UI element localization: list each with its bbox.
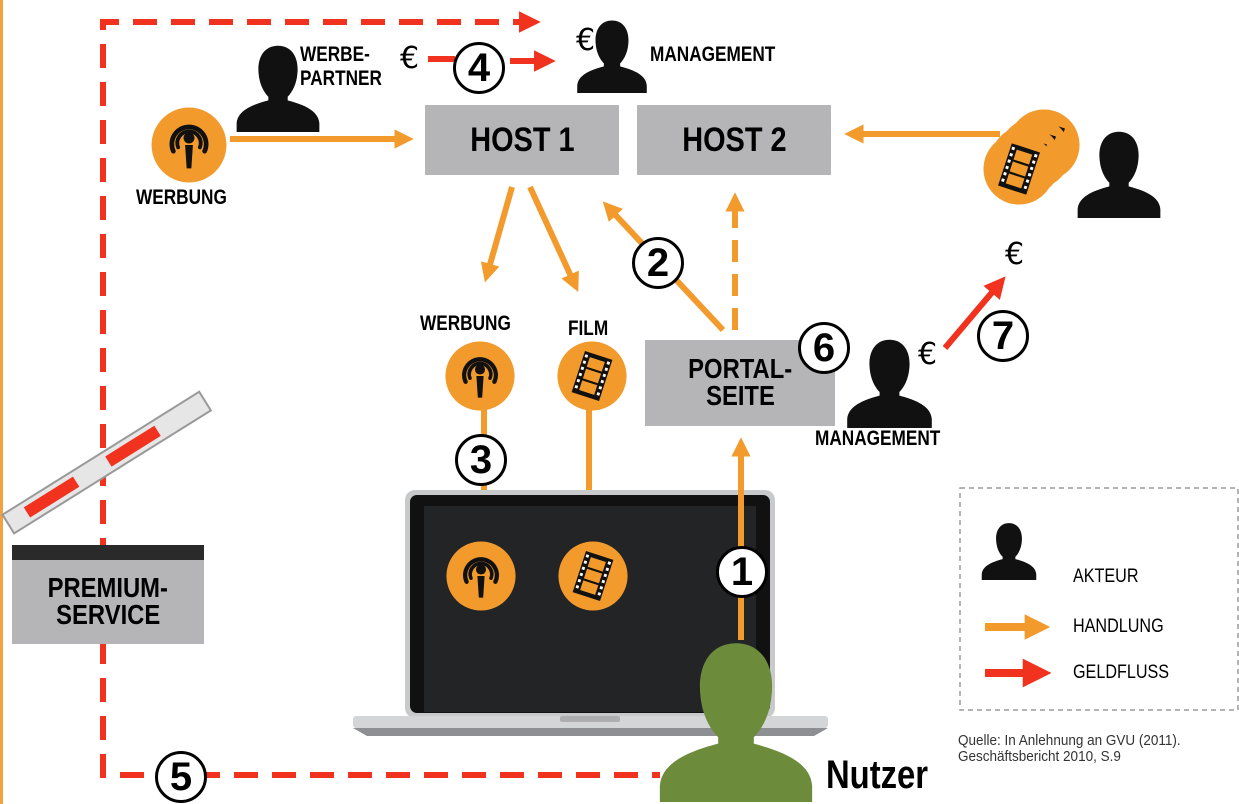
premium-label: PREMIUM-SERVICE: [47, 572, 169, 630]
legend-geldfluss-label: GELDFLUSS: [1073, 662, 1170, 683]
step-5-badge: 5: [155, 751, 207, 803]
werbung-laptop-icon: [446, 541, 515, 610]
step-7-badge: 7: [977, 310, 1029, 362]
arrow-host1-to-film: [527, 185, 579, 292]
uploader-person-icon: [1077, 131, 1161, 218]
step-6-badge: 6: [798, 322, 850, 374]
werbung-mid-icon: [445, 341, 514, 410]
premium-money-path-top: [100, 11, 541, 600]
werbung-left-icon: [152, 108, 227, 183]
film-stack-icon: [983, 109, 1080, 205]
film-mid-icon: [557, 341, 627, 411]
euro-money-target: €: [1005, 237, 1025, 272]
portal-label: PORTAL-SEITE: [687, 353, 792, 411]
source-note: Quelle: In Anlehnung an GVU (2011). Gesc…: [958, 733, 1181, 765]
premium-money-path-bottom: [100, 640, 660, 778]
werbung-left-label: WERBUNG: [136, 186, 227, 209]
werbepartner-label-line2: PARTNER: [300, 67, 382, 90]
werbepartner-label-line1: WERBE-: [300, 43, 370, 66]
arrow-host1-to-werbung: [480, 186, 515, 283]
step-1-badge: 1: [716, 546, 768, 598]
euro-werbepartner: €: [400, 41, 420, 76]
management-top-label: MANAGEMENT: [650, 43, 776, 66]
host2-box: [637, 105, 831, 175]
left-border: [0, 0, 3, 804]
film-label: FILM: [568, 317, 609, 340]
management-right-label: MANAGEMENT: [815, 427, 941, 450]
euro-management-right: €: [918, 337, 938, 372]
euro-management-top: €: [576, 23, 596, 58]
host1-label: HOST 1: [469, 120, 575, 159]
legend-handlung-label: HANDLUNG: [1073, 616, 1164, 637]
film-laptop-icon: [558, 541, 628, 611]
step-4-badge: 4: [453, 42, 505, 94]
clapperboard-icon: [1, 390, 213, 644]
nutzer-label: Nutzer: [826, 753, 929, 797]
host2-label: HOST 2: [681, 120, 787, 159]
money-arrow-management-right: [942, 276, 1006, 350]
werbung-mid-label: WERBUNG: [420, 312, 511, 335]
step-2-badge: 2: [632, 237, 684, 289]
legend-akteur-label: AKTEUR: [1073, 566, 1139, 587]
step-3-badge: 3: [455, 434, 507, 486]
source-line-2: Geschäftsbericht 2010, S.9: [958, 747, 1121, 765]
host1-box: [425, 105, 619, 175]
source-line-1: Quelle: In Anlehnung an GVU (2011).: [958, 732, 1181, 749]
